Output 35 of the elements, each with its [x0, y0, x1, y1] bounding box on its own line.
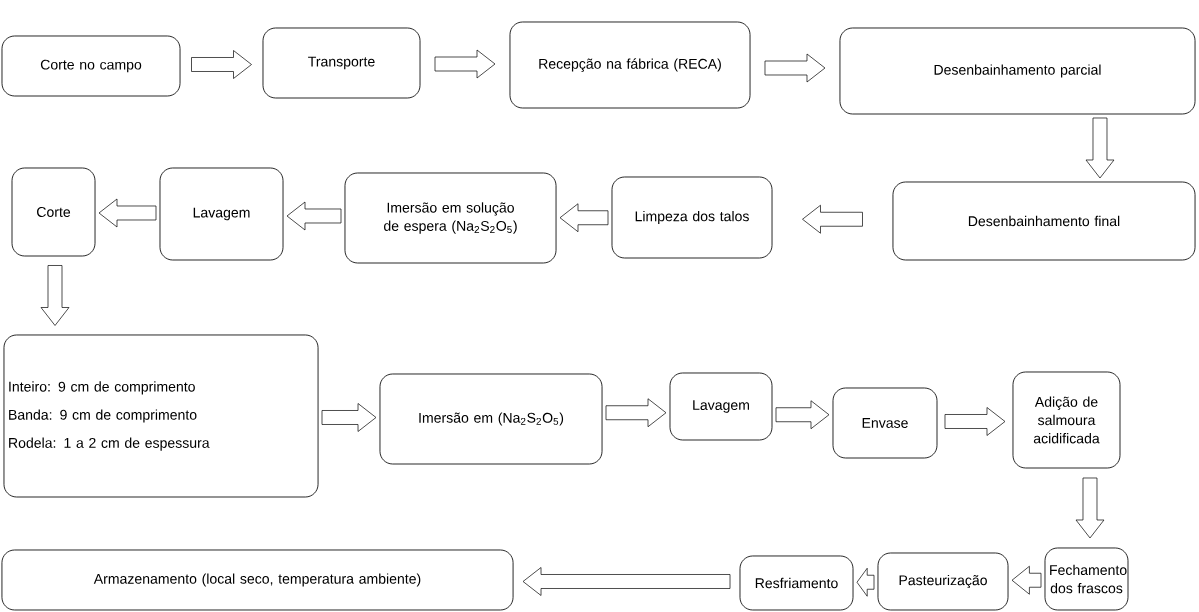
process-box: Inteiro: 9 cm de comprimento Banda: 9 cm de comprimento Rodela: 1 a 2 cm de espessura [3, 334, 319, 498]
block-arrow [802, 204, 863, 234]
block-arrow [856, 567, 875, 597]
process-box: Imersão em solução de espera (Na$_{2}$S$_{2}$O$_{5}$) [344, 172, 557, 264]
process-box: Desenbainhamento final [892, 181, 1196, 261]
block-arrow [321, 403, 377, 432]
process-box: Adição de salmoura acidificada [1012, 371, 1121, 469]
block-arrow [286, 201, 342, 231]
process-box: Lavagem [159, 167, 284, 261]
process-box: Corte [11, 167, 96, 257]
process-box: Limpeza dos talos [611, 176, 773, 259]
block-arrow [40, 265, 70, 326]
process-box: Imersão em (Na$_{2}$S$_{2}$O$_{5}$) [379, 373, 603, 465]
process-box: Fechamento dos frascos [1044, 547, 1129, 611]
process-box: Armazenamento (local seco, temperatura ambiente) [1, 549, 514, 611]
block-arrow [1075, 477, 1105, 539]
block-arrow [605, 398, 667, 428]
block-arrow [434, 49, 496, 79]
process-box: Lavagem [669, 372, 773, 441]
process-box: Envase [832, 387, 938, 459]
block-arrow [1085, 117, 1115, 179]
block-arrow [98, 198, 157, 228]
block-arrow [944, 407, 1006, 436]
block-arrow [522, 567, 731, 596]
process-box: Desenbainhamento parcial [839, 27, 1196, 115]
block-arrow [764, 53, 826, 83]
block-arrow [775, 400, 830, 430]
process-box: Resfriamento [739, 555, 854, 611]
block-arrow [1011, 565, 1042, 595]
process-box: Corte no campo [1, 35, 181, 97]
process-box: Recepção na fábrica (RECA) [509, 21, 751, 109]
block-arrow [191, 50, 252, 79]
process-box: Transporte [262, 27, 421, 99]
process-box: Pasteurização [877, 552, 1009, 611]
block-arrow [559, 203, 609, 233]
